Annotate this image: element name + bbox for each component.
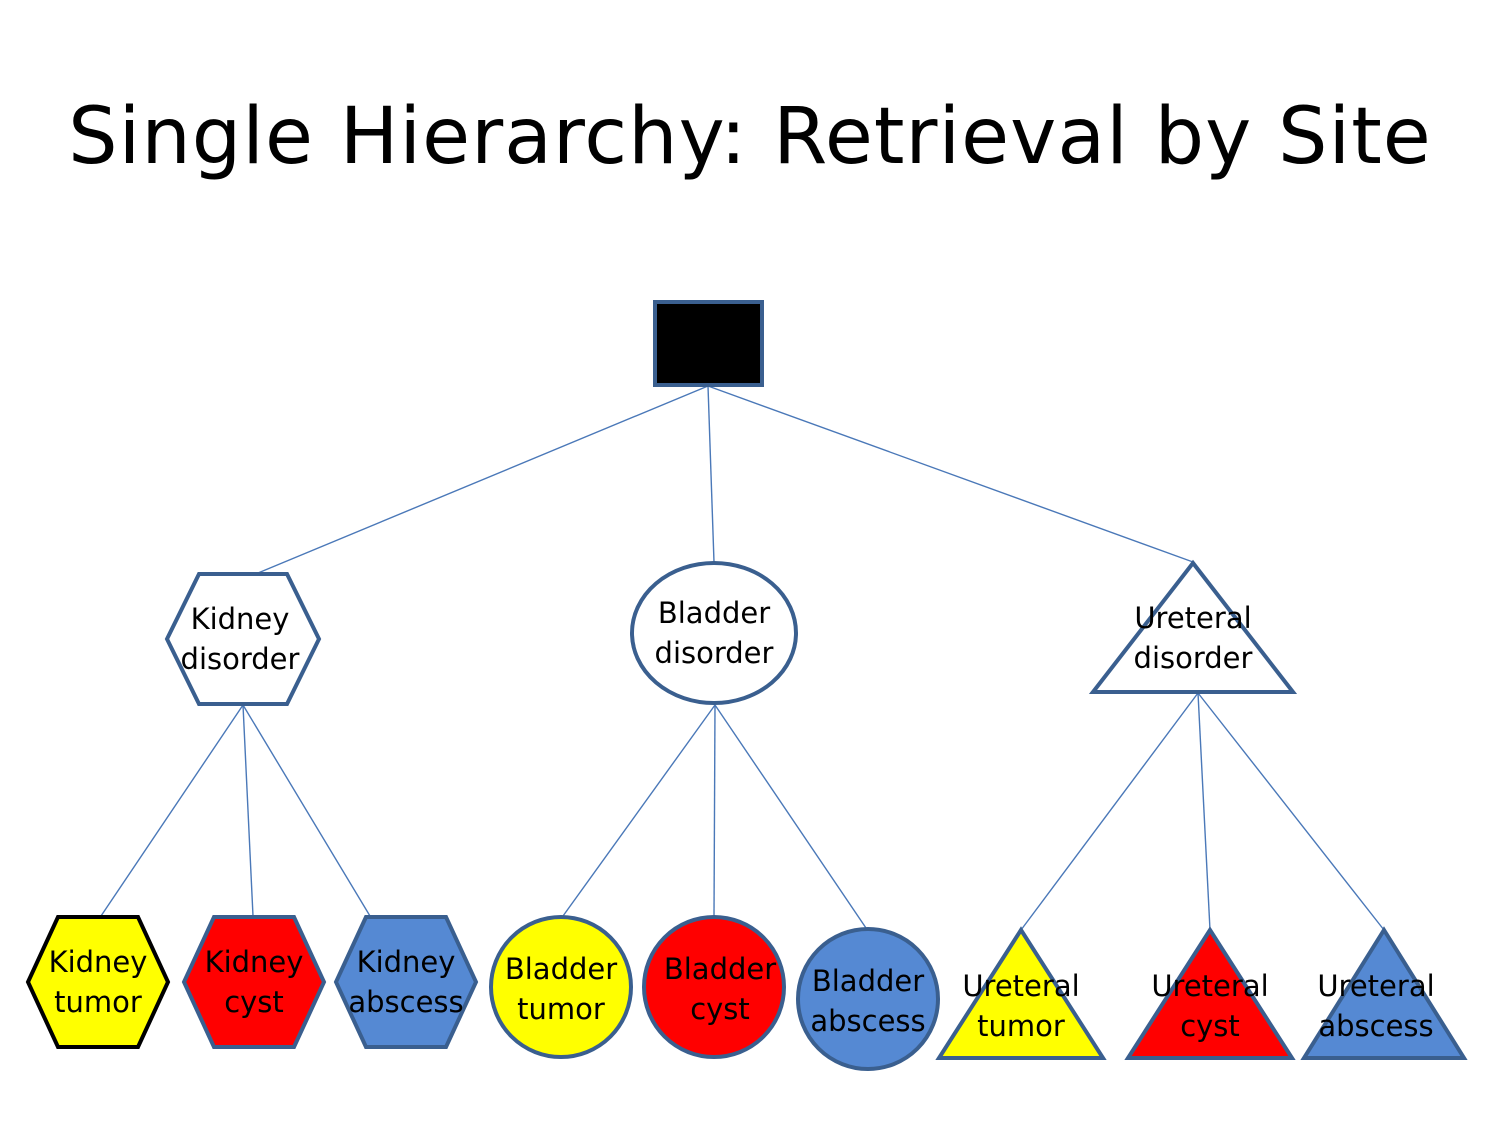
edge-kidney-to-kidney-tumor [100,704,244,917]
edge-kidney-to-kidney-abscess [242,704,371,917]
bladder-abscess-node: Bladder abscess [796,927,940,1071]
bladder-disorder-node: Bladder disorder [630,561,798,705]
ureteral-cyst-node: Ureteral cyst [1124,926,1296,1060]
kidney-cyst-label-line-1: Kidney [205,945,304,979]
edge-root-to-ureteral [707,385,1194,563]
circle-shape [642,915,786,1059]
edge-bladder-to-bladder-abscess [714,704,867,929]
edge-root-to-kidney [257,385,709,574]
triangle-shape [1300,926,1468,1060]
kidney-cyst-label-line-2: cyst [224,985,284,1019]
bladder-disorder-label-line-1: Bladder [658,596,770,630]
kidney-abscess-label: Kidney abscess [348,945,463,1019]
kidney-tumor-node: Kidney tumor [25,915,171,1049]
kidney-disorder-node: Kidney disorder [164,572,322,706]
kidney-cyst-node: Kidney cyst [181,915,327,1049]
circle-shape [796,927,940,1071]
ureteral-tumor-label: Ureteral tumor [962,969,1079,1043]
kidney-abscess-label-line-1: Kidney [357,945,456,979]
edge-ureteral-to-ureteral-abscess [1197,692,1385,931]
edge-root-to-bladder [707,385,715,563]
bladder-cyst-label-line-2: cyst [690,992,750,1026]
edge-bladder-to-bladder-tumor [562,704,716,917]
hexagon-shape [25,915,171,1049]
kidney-disorder-label-line-2: disorder [181,642,300,676]
root-square [653,300,764,387]
kidney-disorder-label-line-1: Kidney [191,602,290,636]
bladder-abscess-label-line-1: Bladder [812,964,924,998]
hexagon-shape [181,915,327,1049]
circle-shape [489,915,633,1059]
bladder-tumor-node: Bladder tumor [489,915,633,1059]
kidney-tumor-label-line-2: tumor [54,985,142,1019]
triangle-shape [1124,926,1296,1060]
bladder-abscess-label-line-2: abscess [810,1004,925,1038]
bladder-cyst-label-line-1: Bladder [664,952,776,986]
ureteral-abscess-label-line-1: Ureteral [1317,969,1434,1003]
circle-shape [630,561,798,705]
edges [100,385,1385,931]
edge-kidney-to-kidney-cyst [242,704,254,917]
ureteral-disorder-label: Ureteral disorder [1134,601,1253,675]
hexagon-shape [164,572,322,706]
root-node [653,300,764,387]
ureteral-cyst-label: Ureteral cyst [1151,969,1268,1043]
ureteral-tumor-label-line-1: Ureteral [962,969,1079,1003]
hexagon-shape [333,915,479,1049]
kidney-tumor-label: Kidney tumor [49,945,148,1019]
bladder-cyst-label: Bladder cyst [664,952,776,1026]
edge-ureteral-to-ureteral-tumor [1020,692,1199,931]
bladder-tumor-label-line-1: Bladder [505,952,617,986]
triangle-shape [1088,559,1298,694]
kidney-abscess-node: Kidney abscess [333,915,479,1049]
bladder-tumor-label-line-2: tumor [517,992,605,1026]
ureteral-abscess-label-line-2: abscess [1318,1009,1433,1043]
kidney-cyst-label: Kidney cyst [205,945,304,1019]
ureteral-cyst-label-line-1: Ureteral [1151,969,1268,1003]
edge-bladder-to-bladder-cyst [713,704,716,917]
ureteral-abscess-node: Ureteral abscess [1300,926,1468,1060]
kidney-tumor-label-line-1: Kidney [49,945,148,979]
edge-ureteral-to-ureteral-cyst [1197,692,1211,931]
ureteral-cyst-label-line-2: cyst [1180,1009,1240,1043]
ureteral-disorder-node: Ureteral disorder [1088,559,1298,694]
ureteral-disorder-label-line-2: disorder [1134,641,1253,675]
bladder-disorder-label-line-2: disorder [655,636,774,670]
bladder-cyst-node: Bladder cyst [642,915,786,1059]
bladder-abscess-label: Bladder abscess [810,964,925,1038]
kidney-disorder-label: Kidney disorder [181,602,300,676]
bladder-disorder-label: Bladder disorder [655,596,774,670]
slide-title: Single Hierarchy: Retrieval by Site [68,92,1432,182]
triangle-shape [935,926,1107,1060]
ureteral-abscess-label: Ureteral abscess [1317,969,1434,1043]
ureteral-disorder-label-line-1: Ureteral [1134,601,1251,635]
bladder-tumor-label: Bladder tumor [505,952,617,1026]
ureteral-tumor-node: Ureteral tumor [935,926,1107,1060]
kidney-abscess-label-line-2: abscess [348,985,463,1019]
ureteral-tumor-label-line-2: tumor [977,1009,1065,1043]
